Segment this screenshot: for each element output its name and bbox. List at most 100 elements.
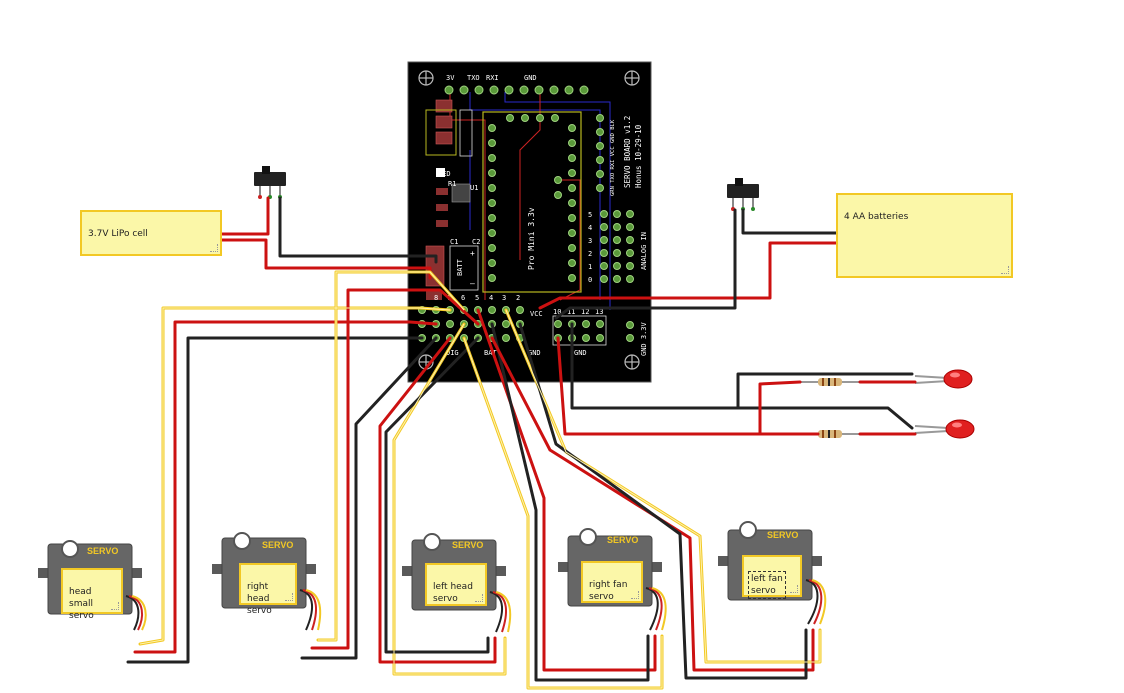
led-label: LED <box>438 170 451 178</box>
note-right-head[interactable]: right head servo <box>239 563 297 616</box>
wire-hs-red <box>133 320 438 654</box>
module-label: Pro Mini 3.3v <box>527 207 536 270</box>
bat-label: BAT <box>484 349 497 357</box>
pin-label-txo: TXO <box>467 74 480 82</box>
note-lipo-text: 3.7V LiPo cell <box>88 229 148 239</box>
gnd-label-2: GND <box>574 349 587 357</box>
u1-label: U1 <box>470 184 478 192</box>
pro-mini-outline <box>482 111 582 293</box>
c1-label: C1 <box>450 238 458 246</box>
wire-led1-black <box>736 372 914 410</box>
wire-switch2-black <box>554 208 737 320</box>
pro-mini-pins <box>488 114 576 282</box>
analog-num-5: 5 <box>588 211 592 219</box>
note-right-fan-text: right fan servo <box>589 580 628 602</box>
right-header <box>596 114 604 192</box>
board-subtitle: Honus 10-29-10 <box>634 124 643 188</box>
switch-right[interactable] <box>727 178 759 211</box>
resistor-1[interactable] <box>800 378 860 386</box>
resize-grip[interactable] <box>285 593 293 601</box>
board-components <box>425 99 479 300</box>
servo-brand: SERVO <box>607 535 638 545</box>
wire-aa-red <box>538 241 840 310</box>
servo-brand: SERVO <box>767 530 798 540</box>
analog-num-2: 2 <box>588 250 592 258</box>
resize-grip[interactable] <box>210 244 218 252</box>
mounting-holes <box>418 70 640 370</box>
wire-lh-red <box>378 336 497 664</box>
servo-brand: SERVO <box>87 546 118 556</box>
wire-led1-red <box>758 380 802 436</box>
resize-grip[interactable] <box>631 591 639 599</box>
side-pin-labels: GRN TXO RXI VCC GND BLK <box>610 119 616 196</box>
wire-lipo-switch <box>220 196 270 236</box>
servo-header-outline <box>552 315 607 346</box>
pin-label-rxi: RXI <box>486 74 499 82</box>
analog-num-0: 0 <box>588 276 592 284</box>
dpin-12: 12 <box>581 308 589 316</box>
servo-board[interactable]: 3V TXO RXI GND LED R1 U1 C1 C2 + – BATT … <box>407 61 652 383</box>
analog-num-4: 4 <box>588 224 592 232</box>
c2-label: C2 <box>472 238 480 246</box>
pin-label-gnd: GND <box>524 74 537 82</box>
pin-label-3v: 3V <box>446 74 455 82</box>
wire-lf-red <box>490 336 815 672</box>
board-title: SERVO BOARD v1.2 <box>623 116 632 188</box>
analog-num-3: 3 <box>588 237 592 245</box>
note-aa-text: 4 AA batteries <box>844 212 909 222</box>
wire-lh-black <box>384 336 490 654</box>
wire-rh-black <box>300 336 438 660</box>
resize-grip[interactable] <box>790 585 798 593</box>
resize-grip[interactable] <box>1001 266 1009 274</box>
note-lipo[interactable]: 3.7V LiPo cell <box>80 210 222 256</box>
batt-plus: + <box>470 249 475 258</box>
servo-brand: SERVO <box>452 540 483 550</box>
analog-header <box>600 210 634 342</box>
resize-grip[interactable] <box>111 602 119 610</box>
wire-rh-red <box>310 288 480 650</box>
analog-label: ANALOG IN <box>640 232 648 270</box>
analog-num-1: 1 <box>588 263 592 271</box>
dpin-3: 3 <box>502 294 506 302</box>
wire-led2-red <box>556 336 820 436</box>
wire-highlights <box>139 271 821 689</box>
note-left-head[interactable]: left head servo <box>425 563 487 606</box>
note-aa[interactable]: 4 AA batteries <box>836 193 1013 278</box>
vcc-label: VCC <box>530 310 543 318</box>
note-right-head-text: right head servo <box>247 582 272 616</box>
servo-brand: SERVO <box>262 540 293 550</box>
note-right-fan[interactable]: right fan servo <box>581 561 643 603</box>
led-1[interactable] <box>914 369 973 389</box>
led-2[interactable] <box>914 419 975 439</box>
wire-switch-black <box>278 196 438 264</box>
top-header <box>444 85 589 95</box>
wire-lf-black <box>518 322 808 680</box>
wire-rf-red <box>476 308 657 672</box>
wire-aa-black <box>741 208 840 235</box>
dpin-5: 5 <box>475 294 479 302</box>
batt-minus: – <box>470 279 475 288</box>
dpin-2: 2 <box>516 294 520 302</box>
batt-label: BATT <box>456 258 464 276</box>
dpin-10: 10 <box>553 308 561 316</box>
r1-label: R1 <box>448 180 456 188</box>
gnd-label: GND <box>528 349 541 357</box>
note-head-small-text: head small servo <box>69 587 94 621</box>
dpin-6: 6 <box>461 294 465 302</box>
gnd33-label: GND 3.3V <box>640 321 648 356</box>
dpin-13: 13 <box>595 308 603 316</box>
note-head-small[interactable]: head small servo <box>61 568 123 621</box>
wire-rf-black <box>490 322 650 682</box>
note-left-head-text: left head servo <box>433 582 473 604</box>
wire-led2-black <box>570 322 914 430</box>
note-left-fan[interactable]: left fan servo <box>742 555 802 599</box>
resize-grip[interactable] <box>475 594 483 602</box>
note-left-fan-text[interactable]: left fan servo <box>748 571 786 599</box>
dig-label: DIG <box>446 349 459 357</box>
switch-left[interactable] <box>254 166 286 199</box>
dpin-8: 8 <box>434 294 438 302</box>
dpin-4: 4 <box>489 294 493 302</box>
wire-hs-black <box>126 336 424 664</box>
dpin-11: 11 <box>567 308 575 316</box>
